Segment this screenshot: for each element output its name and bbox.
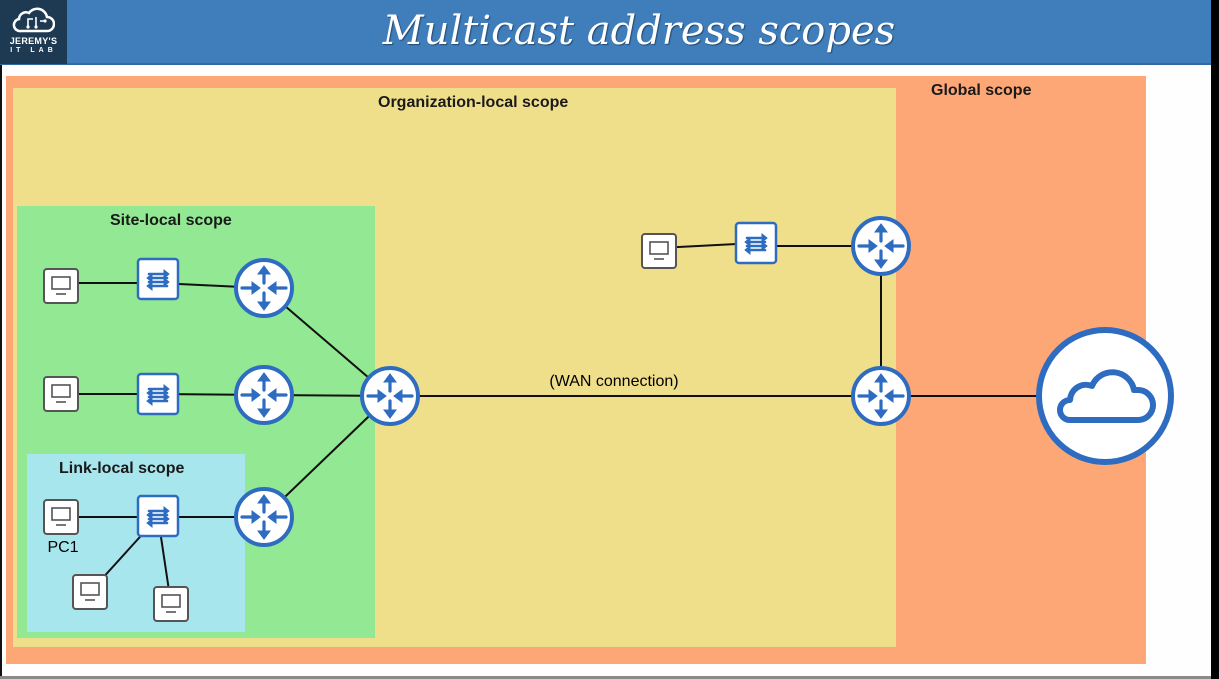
edge-router-icon[interactable] xyxy=(851,366,911,426)
pc-icon[interactable] xyxy=(43,376,79,412)
site-local-scope-label: Site-local scope xyxy=(110,212,232,229)
jeremys-it-lab-logo: JEREMY'S IT LAB xyxy=(0,0,67,64)
router-icon[interactable] xyxy=(234,365,294,425)
pc1-icon[interactable] xyxy=(43,499,79,535)
internet-circle xyxy=(1036,327,1174,465)
router-icon[interactable] xyxy=(851,216,911,276)
logo-text-line2: IT LAB xyxy=(10,47,57,54)
window-edge-right xyxy=(1211,0,1219,679)
router-icon[interactable] xyxy=(234,258,294,318)
pc-icon[interactable] xyxy=(43,268,79,304)
switch-icon[interactable] xyxy=(136,257,180,301)
logo-text-line1: JEREMY'S xyxy=(9,36,58,46)
pc1-label: PC1 xyxy=(47,539,78,556)
window-edge-bottom xyxy=(0,676,1211,679)
link-local-scope-region: Link-local scope xyxy=(27,454,245,632)
router-icon[interactable] xyxy=(234,487,294,547)
cloud-icon xyxy=(1057,369,1156,423)
slide-header: JEREMY'S IT LAB Multicast address scopes xyxy=(0,0,1211,65)
switch-icon[interactable] xyxy=(136,372,180,416)
core-router-icon[interactable] xyxy=(360,366,420,426)
switch-icon[interactable] xyxy=(136,494,180,538)
window-edge-left xyxy=(0,0,2,679)
organization-local-scope-label: Organization-local scope xyxy=(378,94,569,111)
global-scope-label: Global scope xyxy=(931,82,1032,99)
switch-icon[interactable] xyxy=(734,221,778,265)
link-local-scope-label: Link-local scope xyxy=(59,460,185,477)
cloud-circuit-icon xyxy=(12,7,55,33)
connection-lines xyxy=(61,242,1105,605)
wan-connection-label: (WAN connection) xyxy=(549,373,678,390)
pc-icon[interactable] xyxy=(72,574,108,610)
pc-icon[interactable] xyxy=(641,233,677,269)
internet-cloud[interactable] xyxy=(1036,327,1174,465)
pc-icon[interactable] xyxy=(153,586,189,622)
page-title: Multicast address scopes xyxy=(382,8,896,54)
